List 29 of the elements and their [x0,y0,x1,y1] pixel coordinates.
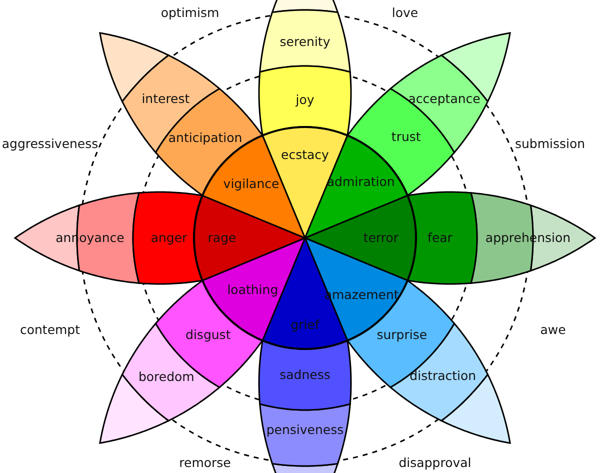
dyad-label: aggressiveness [2,137,98,151]
emotion-label: ecstacy [281,148,329,162]
emotion-label: vigilance [223,177,280,192]
emotion-label: serenity [280,35,330,49]
dyad-label: awe [540,323,566,337]
emotion-label: rage [208,231,236,245]
emotion-label: pensiveness [266,423,344,437]
emotion-label: anticipation [168,131,242,146]
emotion-label: surprise [376,328,428,342]
emotion-region [259,9,351,74]
emotion-label: grief [290,318,320,332]
dyad-label: optimism [160,6,220,20]
emotion-label: anger [150,231,188,245]
emotion-label: interest [142,92,190,106]
emotion-label: terror [363,231,399,245]
emotion-label: disgust [186,328,231,342]
dyad-label: submission [514,137,586,151]
emotion-label: joy [296,93,314,107]
emotion-region [259,402,351,467]
emotion-label: boredom [138,370,194,384]
dyad-label: love [392,6,418,20]
dyad-label: contempt [20,323,80,337]
dyad-label: remorse [179,456,231,470]
dyad-label: disapproval [398,456,472,470]
emotion-label: distraction [410,369,476,383]
emotion-region [389,54,489,154]
emotion-label: loathing [227,283,278,298]
emotion-label: acceptance [408,92,480,106]
emotion-label: trust [391,130,421,144]
